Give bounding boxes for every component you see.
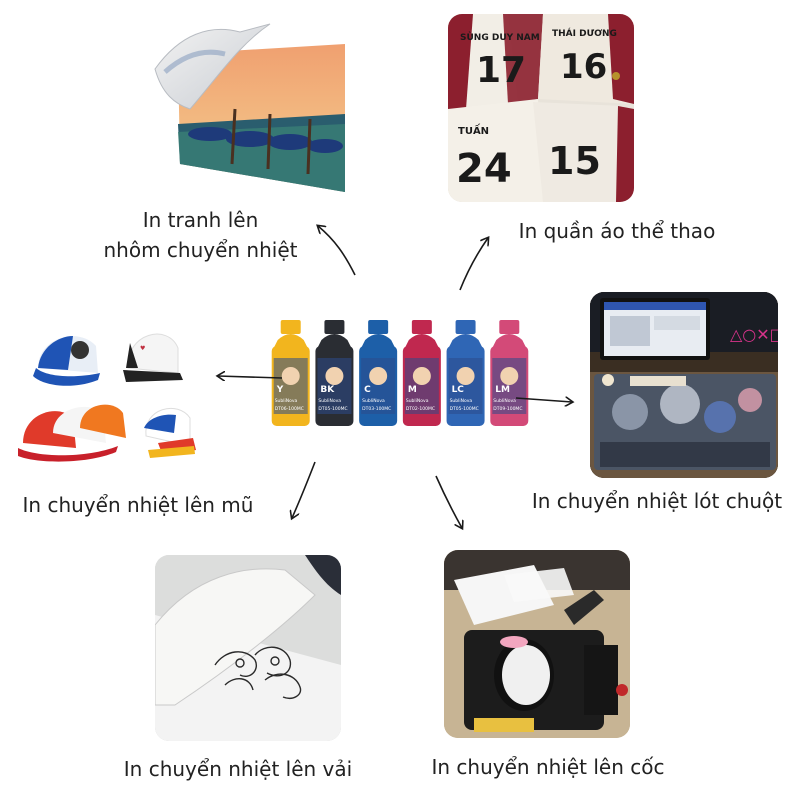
arrow-to-aluminum bbox=[318, 226, 356, 276]
ink-bottle-sku: DT05-100MC bbox=[450, 406, 479, 412]
aluminum-print-photo bbox=[150, 14, 350, 194]
jersey-number-3: 24 bbox=[456, 146, 512, 192]
hat-label: In chuyển nhiệt lên mũ bbox=[22, 493, 254, 517]
ink-bottle-code: LM bbox=[495, 385, 510, 395]
jersey-number-1: 17 bbox=[476, 50, 526, 91]
mousepad-desk-photo: △○✕□ bbox=[590, 292, 778, 478]
ink-bottle-sku: DT09-100MC bbox=[493, 406, 522, 412]
ink-bottle-sku: DT05-100MC bbox=[318, 406, 347, 412]
fabric-label: In chuyển nhiệt lên vải bbox=[123, 757, 353, 781]
ink-bottle-brand: SubliNova bbox=[275, 398, 298, 404]
arrow-to-sportswear bbox=[459, 238, 488, 291]
ink-bottle-brand: SubliNova bbox=[362, 398, 385, 404]
ink-bottle-sku: DT02-100MC bbox=[406, 406, 435, 412]
mug-label: In chuyển nhiệt lên cốc bbox=[431, 755, 665, 779]
ink-bottle-sku: DT06-100MC bbox=[275, 406, 304, 412]
sportswear-label: In quần áo thể thao bbox=[518, 219, 716, 243]
jersey-number-4: 15 bbox=[548, 139, 601, 183]
ink-bottle-code: BK bbox=[320, 385, 335, 395]
svg-text:♥: ♥ bbox=[140, 345, 145, 352]
ink-bottle-sku: DT03-100MC bbox=[362, 406, 391, 412]
ink-bottle-brand: SubliNova bbox=[406, 398, 429, 404]
svg-text:△○✕□: △○✕□ bbox=[730, 325, 778, 344]
mousepad-label: In chuyển nhiệt lót chuột bbox=[531, 489, 783, 513]
aluminum-print-label: In tranh lên nhôm chuyển nhiệt bbox=[98, 205, 303, 265]
sportswear-jerseys-photo: SÙNG DUY NAM 17 THÁI DƯƠNG 16 TUẤN 24 15 bbox=[448, 14, 634, 202]
mug-press-photo bbox=[444, 550, 630, 738]
aluminum-print-label-line1: In tranh lên bbox=[142, 208, 259, 232]
jersey-number-2: 16 bbox=[560, 47, 607, 87]
fabric-transfer-photo bbox=[155, 555, 341, 741]
arrow-to-fabric bbox=[292, 461, 316, 518]
arrow-to-mug bbox=[435, 475, 462, 528]
jersey-name-1: SÙNG DUY NAM bbox=[460, 31, 540, 43]
hats-photo: ♥ bbox=[18, 318, 198, 468]
ink-bottle-code: M bbox=[408, 385, 417, 395]
ink-bottle-code: Y bbox=[276, 385, 284, 395]
ink-bottle-brand: SubliNova bbox=[450, 398, 473, 404]
aluminum-print-label-line2: nhôm chuyển nhiệt bbox=[103, 238, 298, 262]
ink-bottle-code: LC bbox=[452, 385, 465, 395]
ink-bottle-brand: SubliNova bbox=[493, 398, 516, 404]
jersey-name-3: TUẤN bbox=[458, 122, 489, 137]
ink-bottle-brand: SubliNova bbox=[318, 398, 341, 404]
jersey-name-2: THÁI DƯƠNG bbox=[552, 27, 617, 39]
ink-bottle-code: C bbox=[364, 385, 371, 395]
